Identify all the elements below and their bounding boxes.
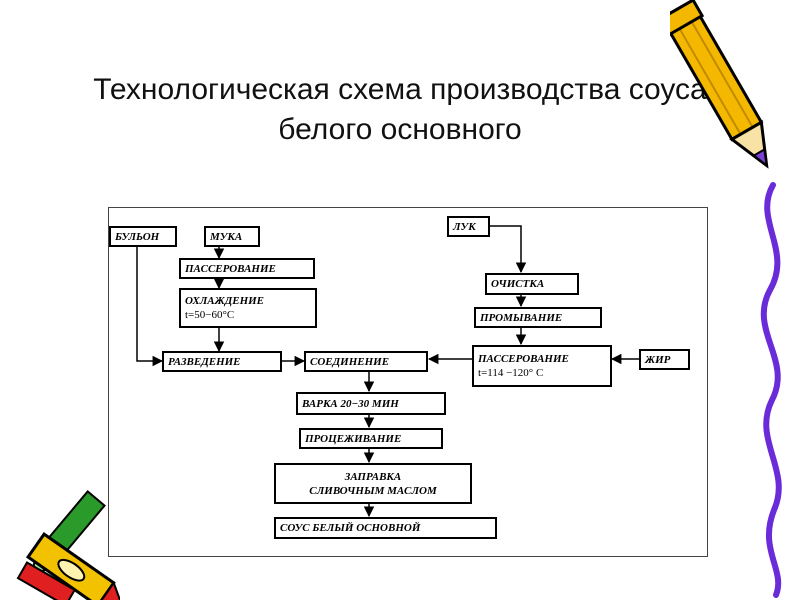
node-promyvanie: ПРОМЫВАНИЕ: [474, 307, 602, 328]
passerovanie-luk-label: ПАССЕРОВАНИЕ: [478, 353, 569, 365]
pencil-icon: [670, 0, 769, 169]
arrow-bulyon-razvedenie: [136, 246, 164, 367]
ohlazhdenie-label: ОХЛАЖДЕНИЕ: [185, 295, 265, 307]
swirl-decoration: [760, 182, 782, 598]
zapravka-line-2: СЛИВОЧНЫМ МАСЛОМ: [309, 484, 437, 497]
node-razvedenie: РАЗВЕДЕНИЕ: [162, 351, 282, 372]
node-procezhivanie: ПРОЦЕЖИВАНИЕ: [299, 428, 443, 449]
slide-title-line-1: Технологическая схема производства соуса: [93, 73, 707, 106]
arrow-luk-ochistka: [489, 225, 527, 274]
node-luk: ЛУК: [447, 216, 490, 237]
slide-title-line-2: белого основного: [278, 113, 522, 146]
flow-connectors: [136, 225, 639, 518]
slide-title: Технологическая схема производства соуса…: [0, 70, 800, 150]
node-passerovanie-luk: ПАССЕРОВАНИЕ t=114 −120° C: [472, 345, 612, 387]
node-zapravka: ЗАПРАВКА СЛИВОЧНЫМ МАСЛОМ: [274, 463, 472, 504]
flow-diagram: БУЛЬОН МУКА ПАССЕРОВАНИЕ ОХЛАЖДЕНИЕ t=50…: [108, 207, 708, 557]
node-passerovanie-muka: ПАССЕРОВАНИЕ: [179, 258, 315, 279]
node-sous: СОУС БЕЛЫЙ ОСНОВНОЙ: [274, 517, 497, 539]
node-ochistka: ОЧИСТКА: [485, 273, 579, 295]
node-muka: МУКА: [204, 226, 260, 247]
node-zhir: ЖИР: [639, 349, 690, 370]
node-bulyon: БУЛЬОН: [109, 226, 177, 247]
passerovanie-luk-temp: t=114 −120° C: [478, 367, 544, 379]
ohlazhdenie-temp: t=50−60°C: [185, 309, 235, 321]
node-varka: ВАРКА 20−30 МИН: [296, 392, 446, 415]
zapravka-line-1: ЗАПРАВКА: [344, 470, 402, 483]
node-soedinenie: СОЕДИНЕНИЕ: [304, 351, 428, 372]
node-ohlazhdenie: ОХЛАЖДЕНИЕ t=50−60°C: [179, 288, 317, 328]
crayons-icon: [16, 490, 120, 600]
